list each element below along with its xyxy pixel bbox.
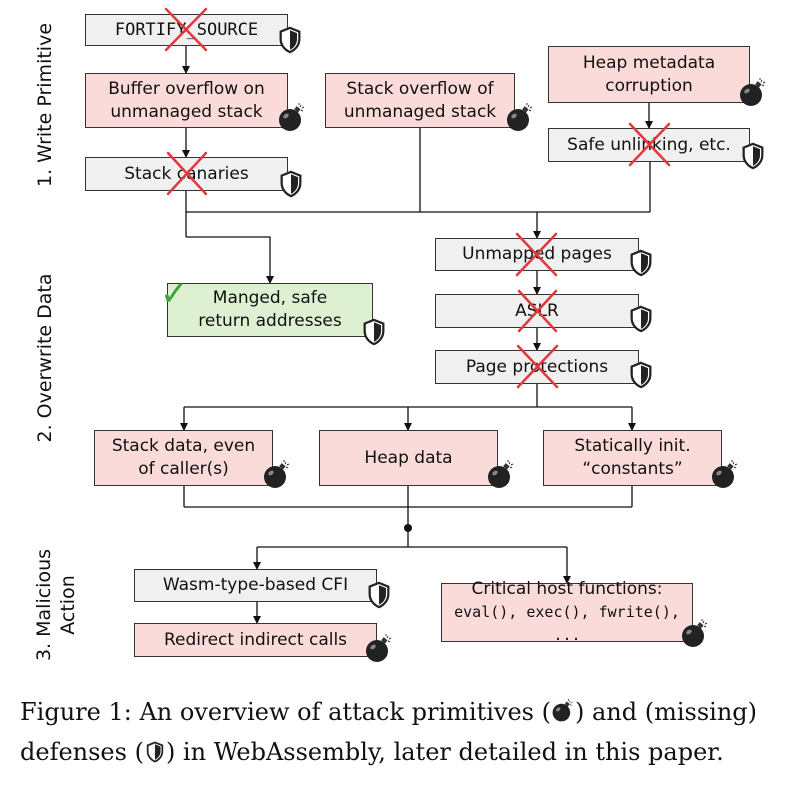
node-unmapped-pages: Unmapped pages bbox=[435, 238, 639, 271]
node-heap-data-label: Heap data bbox=[364, 447, 453, 468]
caption-text-1: Figure 1: An overview of attack primitiv… bbox=[20, 698, 551, 726]
caption-text-3: ) in WebAssembly, later detailed in this… bbox=[165, 738, 724, 766]
node-stack-overflow: Stack overflow of unmanaged stack bbox=[325, 73, 515, 128]
bomb-icon-critical-host bbox=[680, 619, 710, 649]
bomb-icon-static bbox=[710, 460, 740, 490]
caption-shield-icon bbox=[144, 737, 166, 774]
shield-icon-managed bbox=[360, 318, 386, 348]
node-heap-metadata: Heap metadata corruption bbox=[548, 46, 750, 103]
node-critical-host: Critical host functions: eval(), exec(),… bbox=[441, 579, 693, 644]
node-buffer-overflow: Buffer overflow on unmanaged stack bbox=[85, 73, 288, 128]
node-heap-data: Heap data bbox=[319, 430, 498, 486]
node-managed-return-line1: Manged, safe bbox=[212, 288, 328, 308]
shield-icon-canaries bbox=[277, 170, 303, 200]
node-stack-overflow-line2: unmanaged stack bbox=[343, 101, 497, 122]
node-static-constants: Statically init. “constants” bbox=[543, 430, 722, 486]
shield-icon-unmapped bbox=[627, 249, 653, 279]
row-label-malicious-action: 3. Malicious Action bbox=[32, 549, 80, 661]
shield-icon-aslr bbox=[627, 305, 653, 335]
node-stack-data-line2: of caller(s) bbox=[138, 459, 229, 479]
row-label-malicious-line1: 3. Malicious bbox=[33, 548, 55, 662]
bomb-icon-heap-data bbox=[486, 460, 516, 490]
bomb-icon-redirect bbox=[364, 634, 394, 664]
node-stack-overflow-line1: Stack overflow of bbox=[346, 78, 494, 99]
node-page-protections-label: Page protections bbox=[465, 356, 609, 377]
node-fortify-source-label: FORTIFY_SOURCE bbox=[114, 19, 259, 40]
bomb-icon-stack-data bbox=[262, 460, 292, 490]
node-wasm-cfi: Wasm-type-based CFI bbox=[134, 569, 377, 602]
node-static-constants-line2: “constants” bbox=[582, 459, 683, 479]
caption-bomb-icon bbox=[551, 697, 575, 734]
node-redirect-calls: Redirect indirect calls bbox=[134, 623, 377, 657]
node-aslr-label: ASLR bbox=[515, 300, 559, 321]
node-stack-data-line1: Stack data, even bbox=[111, 436, 256, 456]
node-page-protections: Page protections bbox=[435, 350, 639, 384]
figure-caption: Figure 1: An overview of attack primitiv… bbox=[20, 694, 780, 774]
row-label-overwrite-data: 2. Overwrite Data bbox=[34, 273, 56, 443]
checkmark-icon: ✓ bbox=[160, 274, 189, 314]
node-safe-unlinking: Safe unlinking, etc. bbox=[548, 128, 750, 162]
node-managed-return: Manged, safe return addresses bbox=[167, 283, 373, 337]
row-label-write-primitive: 1. Write Primitive bbox=[34, 22, 56, 188]
shield-icon-fortify bbox=[276, 26, 302, 56]
edge-to-managed bbox=[186, 236, 274, 284]
node-static-constants-line1: Statically init. bbox=[574, 436, 691, 456]
node-buffer-overflow-line2: unmanaged stack bbox=[110, 101, 263, 122]
node-critical-host-line2: eval(), exec(), fwrite(), ... bbox=[454, 603, 680, 644]
node-aslr: ASLR bbox=[435, 294, 639, 328]
caption-text-2: ) and (missing) defenses ( bbox=[20, 698, 758, 766]
node-redirect-calls-label: Redirect indirect calls bbox=[163, 629, 348, 650]
junction-dot bbox=[404, 524, 412, 532]
node-managed-return-line2: return addresses bbox=[198, 311, 342, 331]
row-label-malicious-line2: Action bbox=[57, 575, 79, 635]
shield-icon-unlinking bbox=[739, 142, 765, 172]
node-heap-metadata-line2: corruption bbox=[605, 75, 693, 96]
node-heap-metadata-line1: Heap metadata bbox=[582, 52, 716, 73]
node-stack-data: Stack data, even of caller(s) bbox=[94, 430, 273, 486]
node-critical-host-line1: Critical host functions: bbox=[471, 579, 663, 599]
shield-icon-wasm-cfi bbox=[365, 581, 391, 611]
node-unmapped-pages-label: Unmapped pages bbox=[462, 244, 612, 264]
node-buffer-overflow-line1: Buffer overflow on bbox=[108, 78, 265, 99]
node-fortify-source: FORTIFY_SOURCE bbox=[85, 14, 288, 46]
bomb-icon-stack-overflow bbox=[505, 103, 535, 133]
node-safe-unlinking-label: Safe unlinking, etc. bbox=[567, 134, 731, 155]
bomb-icon-buffer-overflow bbox=[277, 103, 307, 133]
node-wasm-cfi-label: Wasm-type-based CFI bbox=[162, 575, 349, 595]
node-stack-canaries: Stack canaries bbox=[85, 157, 288, 191]
shield-icon-pageprot bbox=[627, 361, 653, 391]
bomb-icon-heap-metadata bbox=[738, 78, 768, 108]
node-stack-canaries-label: Stack canaries bbox=[124, 163, 249, 184]
